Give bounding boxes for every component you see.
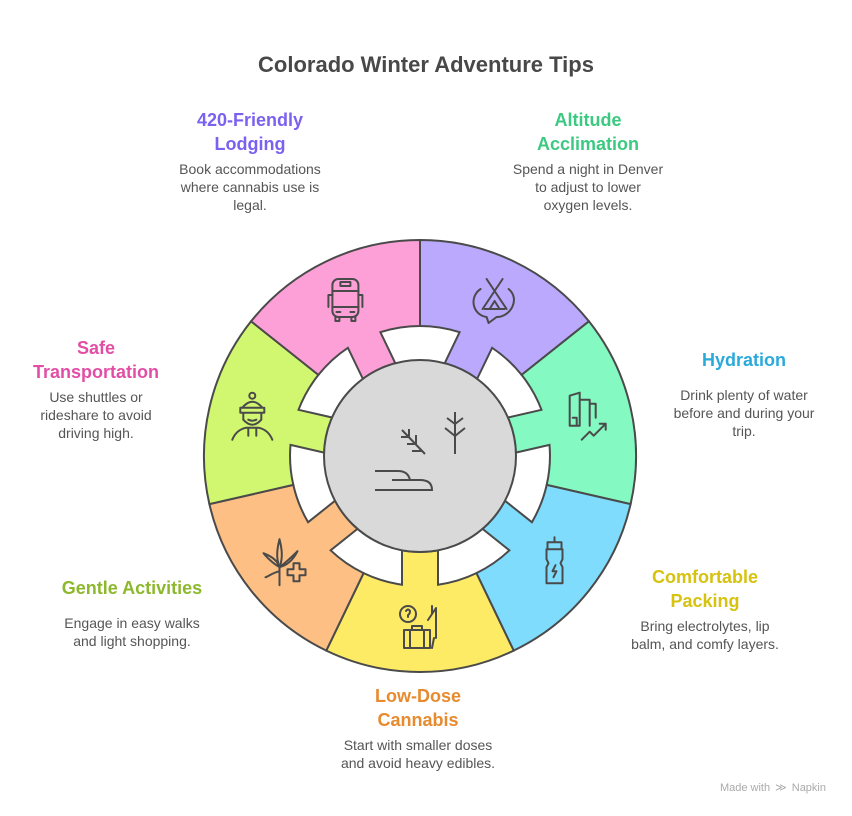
person-beanie-icon [231, 391, 274, 441]
wheel-segment-activities [202, 319, 334, 506]
wheel-segment-cannabis [208, 483, 365, 652]
tip-transport: Safe Transportation Use shuttles or ride… [0, 336, 206, 442]
credit-text: Made with [719, 782, 771, 794]
city-growth-icon [568, 391, 607, 441]
tip-description: Engage in easy walks and light shopping. [64, 615, 200, 649]
tip-description: Use shuttles or rideshare to avoid drivi… [40, 389, 152, 441]
tip-description: Drink plenty of water before and during … [673, 387, 815, 439]
napkin-logo-icon: ≫ [775, 782, 787, 794]
winter-landscape-icon [375, 412, 466, 491]
wheel-segment-packing [324, 549, 516, 673]
tip-description: Book accommodations where cannabis use i… [179, 161, 321, 213]
tip-description: Spend a night in Denver to adjust to low… [512, 161, 664, 213]
tip-description: Start with smaller doses and avoid heavy… [340, 737, 496, 771]
tip-heading: 420-Friendly Lodging [196, 110, 304, 154]
tip-activities: Gentle Activities Engage in easy walks a… [22, 576, 242, 650]
tip-heading: Hydration [701, 350, 786, 370]
tent-icon [472, 278, 515, 324]
tip-heading: Gentle Activities [61, 578, 203, 598]
made-with-napkin-credit: Made with ≫ Napkin [720, 781, 828, 794]
page-title: Colorado Winter Adventure Tips [258, 52, 594, 77]
bus-icon [327, 278, 364, 322]
tip-heading: Comfortable Packing [651, 567, 758, 611]
tip-description: Bring electrolytes, lip balm, and comfy … [631, 618, 779, 652]
tip-hydration: Hydration Drink plenty of water before a… [634, 348, 852, 440]
luggage-icon [399, 605, 437, 649]
tip-heading: Altitude Acclimation [536, 110, 640, 154]
tip-cannabis: Low-Dose Cannabis Start with smaller dos… [308, 684, 528, 772]
credit-brand: Napkin [791, 782, 826, 794]
tip-lodging: 420-Friendly Lodging Book accommodations… [140, 108, 360, 214]
wheel-segment-transport [249, 238, 421, 381]
center-circle [323, 359, 517, 553]
tip-heading: Safe Transportation [32, 338, 159, 382]
tip-altitude: Altitude Acclimation Spend a night in De… [478, 108, 698, 214]
wheel-segment-altitude [506, 319, 638, 506]
tip-packing: Comfortable Packing Bring electrolytes, … [595, 565, 815, 653]
water-bottle-icon [545, 536, 564, 585]
cannabis-leaf-icon [262, 538, 307, 587]
tip-heading: Low-Dose Cannabis [374, 686, 461, 730]
